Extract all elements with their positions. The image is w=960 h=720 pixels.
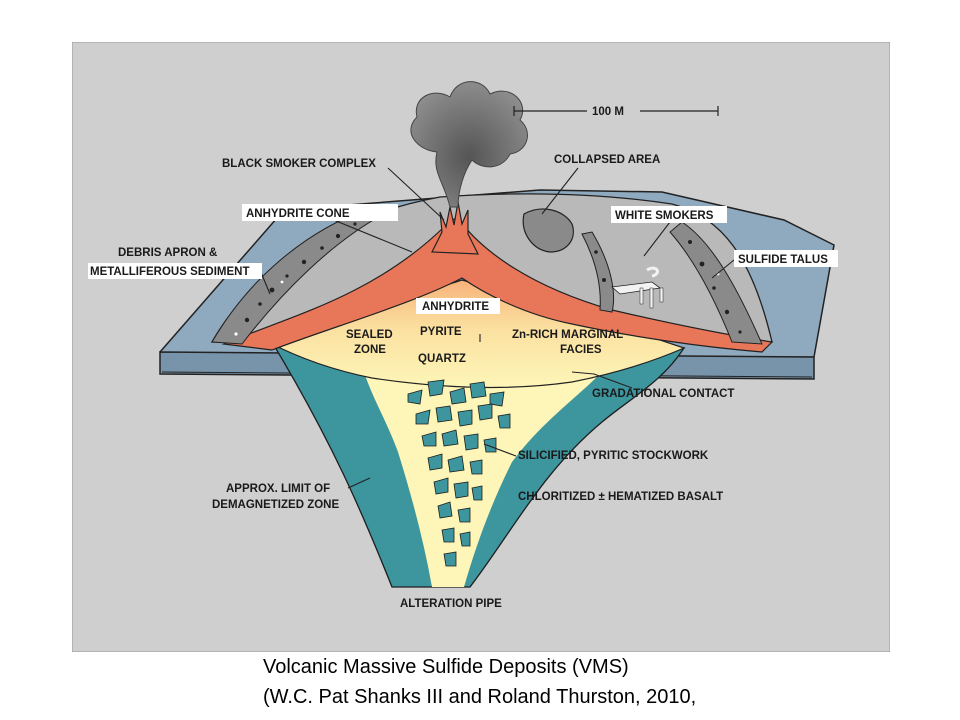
- label-approx-limit-1: APPROX. LIMIT OF: [226, 483, 330, 495]
- label-pyrite: PYRITE: [420, 326, 462, 338]
- scale-bar-label: 100 M: [592, 106, 624, 118]
- label-zn-rich-2: FACIES: [560, 344, 602, 356]
- scale-bar: 100 M: [513, 106, 719, 118]
- label-gradational-contact: GRADATIONAL CONTACT: [592, 388, 734, 400]
- lower-leader-lines: [347, 443, 517, 489]
- label-collapsed-area: COLLAPSED AREA: [554, 154, 660, 166]
- black-smoker-plume: [410, 81, 528, 208]
- label-anhydrite-cone: ANHYDRITE CONE: [246, 208, 350, 220]
- sulfide-talus: [581, 221, 763, 345]
- label-sealed-zone-2: ZONE: [354, 344, 386, 356]
- caption-line-2: (W.C. Pat Shanks III and Roland Thurston…: [263, 686, 697, 708]
- caption-line-1: Volcanic Massive Sulfide Deposits (VMS): [263, 656, 629, 678]
- anhydrite-box: [416, 298, 500, 314]
- collapsed-area: [522, 208, 574, 253]
- stockwork-core: [364, 372, 602, 587]
- debris-apron-box-2: [88, 263, 262, 279]
- vms-diagram: 100 M BLACK SMOKER COMPLEX COLLAPSED ARE…: [72, 42, 890, 652]
- sulfide-talus-box: [734, 250, 838, 267]
- label-zn-rich-1: Zn-RICH MARGINAL: [512, 329, 623, 341]
- label-alteration-pipe: ALTERATION PIPE: [400, 598, 502, 610]
- label-sealed-zone-1: SEALED: [346, 329, 393, 341]
- stockwork-fragments: [407, 379, 511, 567]
- label-chloritized-basalt: CHLORITIZED ± HEMATIZED BASALT: [518, 491, 723, 503]
- anhydrite-cone: [431, 201, 479, 255]
- label-white-smokers: WHITE SMOKERS: [615, 210, 714, 222]
- label-anhydrite: ANHYDRITE: [422, 301, 489, 313]
- label-quartz: QUARTZ: [418, 353, 466, 365]
- label-silicified-stockwork: SILICIFIED, PYRITIC STOCKWORK: [518, 450, 709, 462]
- label-debris-apron-2: METALLIFEROUS SEDIMENT: [90, 266, 250, 278]
- label-approx-limit-2: DEMAGNETIZED ZONE: [212, 499, 339, 511]
- white-smokers: [611, 266, 664, 309]
- label-sulfide-talus: SULFIDE TALUS: [738, 254, 828, 266]
- label-black-smoker-complex: BLACK SMOKER COMPLEX: [222, 158, 376, 170]
- leader-lines: [259, 167, 735, 389]
- sulfide-rim: [221, 216, 774, 353]
- white-smokers-box: [611, 206, 727, 223]
- label-debris-apron-1: DEBRIS APRON &: [118, 247, 217, 259]
- anhydrite-cone-box: [242, 204, 398, 221]
